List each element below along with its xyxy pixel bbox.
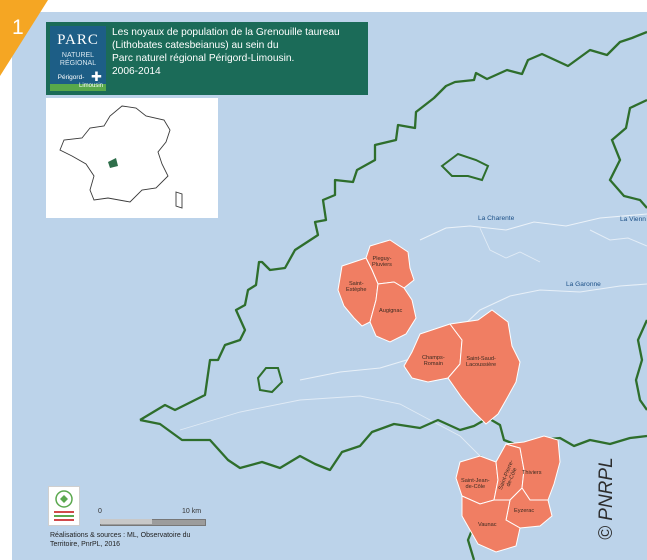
river-label-garonne: La Garonne — [566, 281, 601, 288]
credits: Réalisations & sources : ML, Observatoir… — [50, 531, 220, 549]
boundary-east — [608, 98, 647, 209]
river-south — [179, 395, 481, 457]
river-charente-2 — [479, 227, 541, 263]
park-location-marker — [108, 158, 118, 168]
park-boundary-south — [139, 416, 647, 472]
commune-label-augignac: Augignac — [379, 308, 403, 314]
commune-label-thiviers: Thiviers — [522, 470, 542, 476]
france-outline — [59, 105, 171, 203]
credits-line-1: Réalisations & sources : ML, Observatoir… — [50, 532, 191, 539]
commune-label-saint-estephe: Saint-Estèphe — [346, 281, 367, 294]
logo-subtitle: NATUREL RÉGIONAL — [50, 52, 106, 68]
observatory-logo-icon — [54, 490, 74, 521]
logo-line-1: NATUREL — [61, 52, 95, 59]
park-boundary — [139, 30, 647, 421]
credits-line-2: Territoire, PnrPL, 2016 — [50, 541, 121, 548]
title-line-4: 2006-2014 — [112, 66, 161, 77]
map-title: Les noyaux de population de la Grenouill… — [112, 26, 366, 78]
title-line-1: Les noyaux de population de la Grenouill… — [112, 27, 340, 38]
copyright-text: © PNRPL — [596, 457, 617, 540]
section-number: 1 — [12, 16, 24, 39]
lake-1 — [440, 152, 490, 182]
france-map — [59, 105, 183, 209]
commune-thiviers — [505, 435, 561, 501]
commune-vaunac — [461, 495, 521, 553]
commune-saint-saud — [447, 309, 521, 425]
logo-region: Périgord- — [57, 74, 85, 81]
river-vienne — [589, 229, 647, 247]
logo-band: Limousin — [50, 83, 106, 91]
observatory-logo — [48, 486, 80, 526]
badge-corner — [0, 0, 48, 76]
commune-label-pleguy: Pleguy-Pluviers — [372, 256, 392, 269]
logo-parc-text: PARC — [57, 32, 99, 48]
commune-label-saint-saud: Saint-Saud-Lacoussière — [466, 356, 497, 369]
corsica-outline — [175, 191, 183, 209]
scale-label-zero: 0 — [98, 508, 102, 515]
scale-bar-half — [100, 519, 152, 524]
title-line-3: Parc naturel régional Périgord-Limousin. — [112, 53, 295, 64]
river-label-vienne: La Vienn — [620, 216, 646, 223]
river-charente — [419, 213, 647, 241]
lake-2 — [256, 367, 284, 394]
scale-label-ten: 10 km — [182, 508, 202, 515]
title-line-2: (Lithobates catesbeianus) au sein du — [112, 40, 279, 51]
title-box: PARC NATUREL RÉGIONAL Périgord- ✚ Limous… — [46, 22, 368, 95]
commune-label-saint-jean: Saint-Jean-de-Côle — [461, 478, 490, 491]
park-logo: PARC NATUREL RÉGIONAL Périgord- ✚ Limous… — [50, 26, 106, 91]
logo-line-2: RÉGIONAL — [59, 60, 97, 67]
commune-label-champs-romain: Champs-Romain — [422, 355, 445, 368]
commune-label-vaunac: Vaunac — [478, 522, 497, 528]
commune-augignac — [369, 281, 417, 343]
france-inset — [46, 98, 218, 218]
commune-label-eyzerac: Eyzerac — [514, 508, 535, 514]
communes — [337, 239, 561, 553]
cross-icon: ✚ — [91, 69, 102, 84]
logo-region-2: Limousin — [78, 83, 103, 89]
boundary-east-2 — [634, 319, 647, 411]
river-garonne — [299, 283, 647, 381]
river-label-charente: La Charente — [478, 215, 515, 222]
